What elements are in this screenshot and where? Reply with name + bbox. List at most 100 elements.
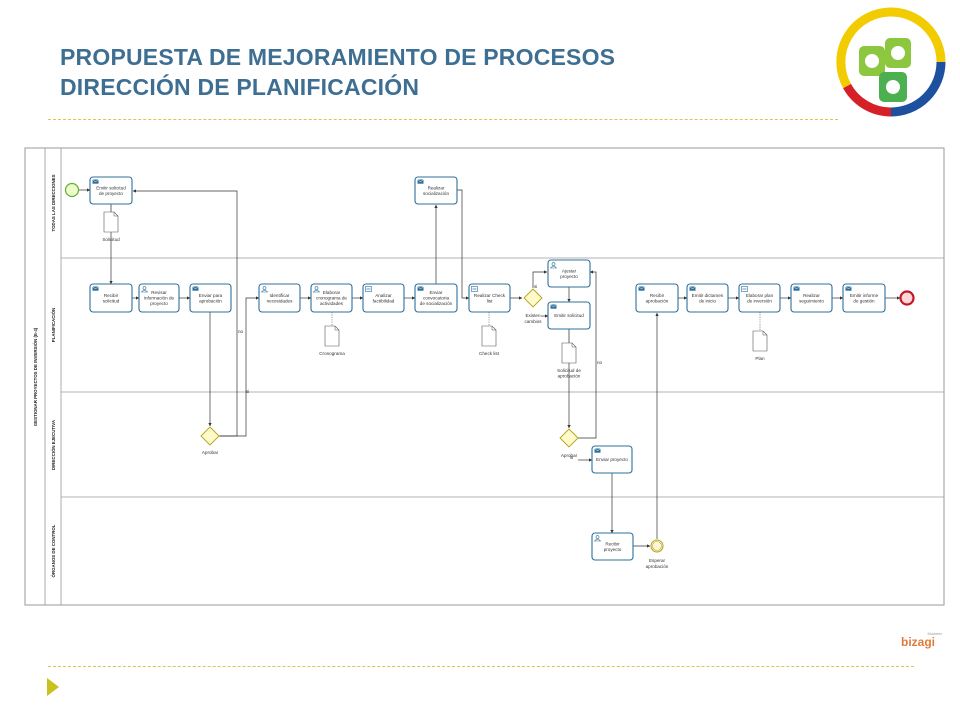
gateway-label: Aprobar [202, 450, 219, 455]
task-t12: Emitir solicitud [547, 301, 591, 330]
gateway-existen-cambios: Existen cambios [523, 288, 543, 324]
document-label-line: Solicitud [102, 237, 120, 242]
user-icon [260, 286, 269, 293]
task-label-line: factibilidad [373, 298, 395, 303]
task-label-line: proyecto [560, 274, 578, 279]
title-line-2: DIRECCIÓN DE PLANIFICACIÓN [60, 74, 420, 100]
title-line-1: PROPUESTA DE MEJORAMIENTO DE PROCESOS [60, 44, 616, 70]
document-d5: Plan [752, 330, 768, 361]
slide-title: PROPUESTA DE MEJORAMIENTO DE PROCESOS DI… [60, 42, 615, 102]
lane-label-direcciones: TODAS LAS DIRECCIONES [51, 174, 56, 231]
flow-label-si-3: si [570, 455, 573, 460]
document-label-line: Plan [755, 356, 765, 361]
gateway-aprobar-1: Aprobar [200, 426, 220, 455]
gateway-label: Existen [525, 313, 541, 318]
task-label-line: Realizar [428, 185, 445, 190]
task-label-line: Elaborar [323, 290, 341, 295]
document-label-line: aprobación [558, 373, 581, 378]
envelope-icon [92, 179, 99, 184]
intermediate-event-wait: Esperar aprobación [646, 539, 669, 569]
task-label-line: Identificar [270, 293, 290, 298]
task-label-line: Realizar Check [474, 293, 506, 298]
document-label-line: Solicitud de [557, 368, 581, 373]
envelope-icon [793, 286, 800, 291]
bizagi-small-text: Modeler [928, 631, 943, 636]
task-label-line: solicitud [103, 298, 120, 303]
gateway-label: cambios [524, 319, 542, 324]
task-label-line: convocatoria [423, 296, 449, 301]
document-d2: Cronograma [319, 325, 345, 356]
pool-label: GESTIONAR PROYECTOS DE INVERSIÓN (E-4) [33, 327, 38, 426]
task-label-line: Emitir solicitud [96, 185, 126, 190]
envelope-icon [192, 286, 199, 291]
task-t18: Enviar proyecto [591, 445, 633, 474]
envelope-icon [594, 448, 601, 453]
user-icon [312, 286, 321, 293]
envelope-icon [638, 286, 645, 291]
document-label-line: Check list [479, 351, 500, 356]
task-label-line: Recibir [104, 293, 119, 298]
top-divider [48, 119, 838, 120]
task-label-line: proyecto [150, 301, 168, 306]
task-label-line: Realizar [803, 293, 820, 298]
task-label-line: de gestión [853, 298, 875, 303]
pool: GESTIONAR PROYECTOS DE INVERSIÓN (E-4) T… [24, 147, 945, 606]
task-label-line: Enviar para [199, 293, 223, 298]
bottom-divider [48, 666, 914, 667]
end-event [899, 290, 915, 306]
task-label-line: necesidades [267, 298, 293, 303]
task-label-line: actividades [320, 301, 344, 306]
user-icon [140, 286, 149, 293]
task-label-line: de inversión [747, 298, 772, 303]
bullet-arrow [47, 678, 59, 696]
envelope-icon [417, 179, 424, 184]
envelope-icon [550, 304, 557, 309]
task-label-line: información de [144, 296, 175, 301]
gateway-label: Aprobar [561, 453, 578, 458]
task-label-line: Enviar [429, 290, 442, 295]
script-icon [741, 286, 748, 292]
task-label-line: list [487, 298, 493, 303]
document-label-line: Cronograma [319, 351, 345, 356]
event-label-line: aprobación [646, 564, 669, 569]
task-label-line: Ajustar [562, 268, 577, 273]
lane-label-organos-control: ÓRGANOS DE CONTROL [51, 524, 56, 577]
task-label-line: aprobación [646, 298, 669, 303]
lane-label-direccion-ejecutiva: DIRECCIÓN EJECUTIVA [51, 419, 56, 470]
document-d3: Check list [479, 325, 500, 356]
task-label-line: aprobación [199, 298, 222, 303]
envelope-icon [417, 286, 424, 291]
user-icon [593, 535, 602, 542]
gateway-aprobar-2: Aprobar [559, 428, 579, 458]
flow-label-no-1: no [238, 329, 244, 334]
task-label-line: de proyecto [99, 191, 123, 196]
bizagi-text: bizagi [901, 635, 935, 649]
task-label-line: Analizar [375, 293, 392, 298]
envelope-icon [689, 286, 696, 291]
task-label-line: Emitir dictamen [692, 293, 724, 298]
task-label-line: Revisar [151, 290, 167, 295]
task-label-line: Emitir solicitud [554, 313, 584, 318]
task-label-line: Recibir [650, 293, 665, 298]
flow-label-si-1: si [246, 389, 249, 394]
script-icon [365, 286, 372, 292]
task-label-line: de socialización [420, 301, 453, 306]
